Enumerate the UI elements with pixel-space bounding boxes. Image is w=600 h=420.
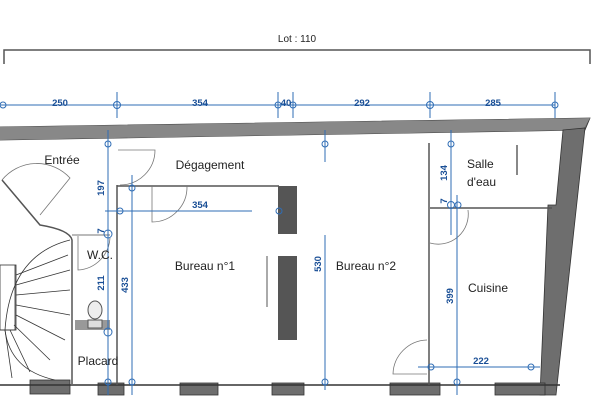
lot-bracket: [3, 49, 591, 64]
room-label-salle-eau: Salle: [467, 157, 494, 171]
interior-walls: [1, 143, 552, 385]
toilet-icon: [87, 300, 103, 329]
staircase: [0, 239, 71, 381]
top-dimension-chain: 250 354 40 292 285: [0, 92, 559, 118]
dim-label: 399: [445, 288, 456, 304]
dim-label: 433: [120, 277, 131, 293]
room-label-degagement: Dégagement: [176, 158, 245, 172]
dim-label: 354: [192, 200, 209, 211]
dim-label: 530: [313, 256, 324, 272]
room-label-placard: Placard: [78, 354, 119, 368]
room-label-wc: W.C.: [87, 248, 113, 262]
dimension-lines: [103, 130, 540, 395]
dim-label: 211: [96, 275, 107, 291]
dim-label: 197: [96, 180, 107, 196]
room-label-cuisine: Cuisine: [468, 281, 508, 295]
dim-label: 250: [52, 98, 68, 109]
lot-label: Lot : 110: [278, 34, 317, 45]
dim-label: 7: [96, 228, 107, 233]
door-swings: [1, 149, 469, 375]
dim-label: 134: [439, 164, 450, 181]
dim-label: 222: [473, 356, 489, 367]
exterior-walls: [0, 117, 591, 396]
dim-label: 292: [354, 98, 370, 109]
dim-label: 7: [439, 198, 450, 203]
dim-label: 354: [192, 98, 209, 109]
room-label-entree: Entrée: [44, 153, 80, 167]
room-label-bureau-1: Bureau n°1: [175, 259, 236, 273]
room-label-salle-eau-2: d'eau: [467, 175, 496, 189]
room-label-bureau-2: Bureau n°2: [336, 259, 397, 273]
dim-label: 40: [281, 98, 292, 109]
dim-label: 285: [485, 98, 502, 109]
